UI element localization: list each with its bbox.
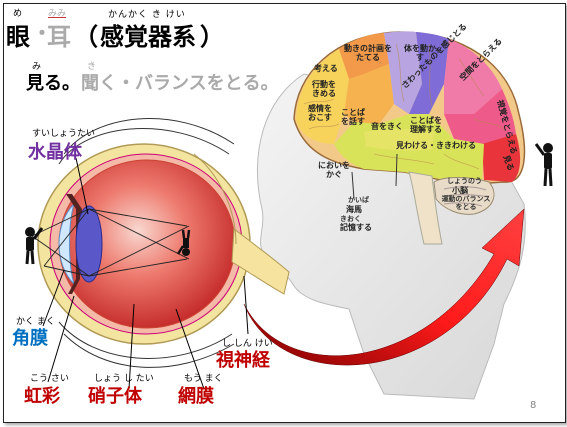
brain (293, 31, 526, 245)
illustration (25, 31, 553, 400)
title-ear: 耳 (47, 23, 71, 51)
brain-label-hear: 音をきく (371, 122, 403, 131)
pointer-lines (42, 157, 249, 390)
ear-ruby: みみ (48, 9, 67, 19)
title-dot: ・ (32, 21, 52, 45)
brain-label-act: 行動をきめる (312, 80, 336, 99)
brain-label-smell: においをかぐ (318, 161, 350, 180)
vitreous-ruby: しょう し たい (94, 374, 154, 384)
person-left-icon (25, 227, 44, 265)
title-paren-close: ） (200, 23, 224, 51)
subtitle-hear: 聞く・バランスをとる。 (81, 73, 279, 94)
memory-ruby: きおく (340, 215, 361, 223)
brain-label-understand: ことばを理解する (410, 116, 442, 135)
label-vitreous: 硝子体 (88, 386, 142, 407)
eye-diagram (31, 118, 290, 368)
optic-ruby: し しん けい (222, 339, 273, 349)
brain-label-cerebellum: 小脳 (452, 186, 468, 195)
eye-ruby: め (13, 9, 23, 19)
page-number: 8 (530, 400, 537, 411)
cereb-ruby: しょうのう (447, 177, 482, 185)
label-iris: 虹彩 (24, 386, 60, 407)
label-lens: 水晶体 (28, 142, 82, 163)
brain-label-think: 考える (314, 64, 338, 73)
brain-label-memory: 記憶する (340, 223, 372, 232)
inverted-figure-icon (176, 229, 191, 256)
label-optic-nerve: 視神経 (216, 350, 270, 371)
title-sensory: 感覚器系 (100, 23, 196, 51)
slide: め 眼 ・ みみ 耳 （ かんかく き けい 感覚器系 ） み 見る。 き 聞く… (3, 3, 566, 423)
see-ruby: み (32, 62, 42, 72)
brain-label-balance: 運動のバランスをとる (441, 195, 491, 211)
brain-label-speak: ことばを話す (341, 108, 365, 127)
brain-label-emotion: 感情をおこす (308, 104, 332, 123)
label-retina: 網膜 (178, 386, 214, 407)
person-right-icon (534, 143, 553, 187)
brain-label-body: 体を動かす (404, 44, 436, 63)
label-cornea: 角膜 (12, 328, 48, 349)
iris-ruby: こう さい (30, 374, 69, 384)
title-eye: 眼 (6, 23, 30, 51)
brain-label-motor: 動きの計画をたてる (344, 44, 392, 63)
brain-label-distinguish: 見わける・ききわける (396, 141, 476, 150)
retina-ruby: もう まく (184, 374, 223, 384)
title-paren-open: （ (74, 23, 98, 51)
signal-arrow (243, 208, 525, 366)
subtitle-see: 見る。 (26, 73, 80, 94)
lens-ruby: すいしょうたい (32, 129, 96, 139)
sensory-ruby: かんかく き けい (108, 10, 186, 20)
hear-ruby: き (87, 62, 97, 72)
hippo-ruby: かいば (348, 196, 369, 204)
cornea-ruby: かく まく (16, 317, 55, 327)
brain-label-hippocampus: 海馬 (346, 205, 362, 214)
